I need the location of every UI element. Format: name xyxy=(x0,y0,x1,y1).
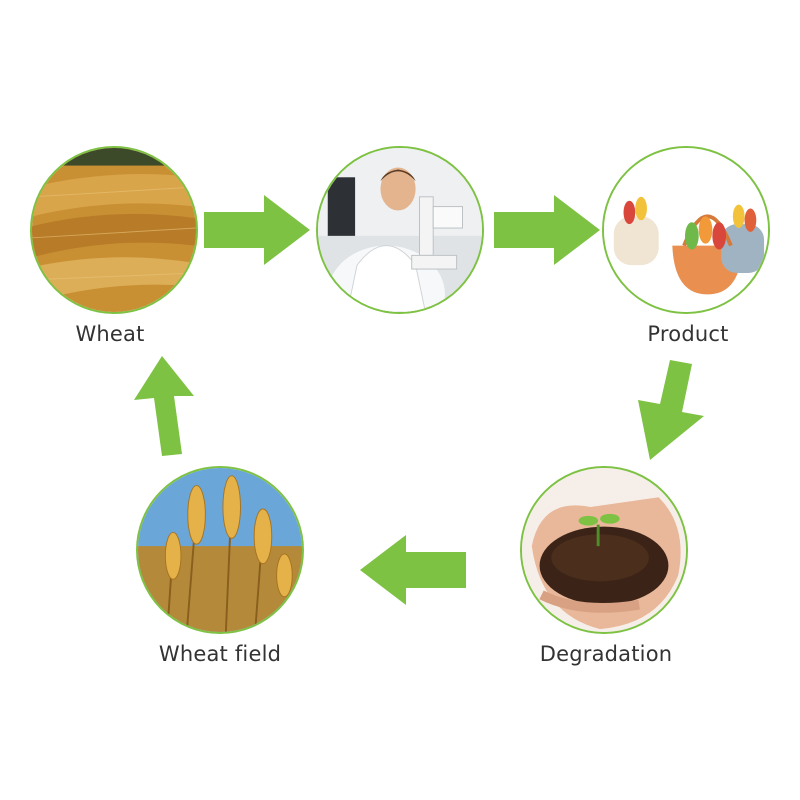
lab-research-photo xyxy=(316,146,484,314)
wheat-photo xyxy=(30,146,198,314)
stage-label-degradation: Degradation xyxy=(539,642,673,666)
stage-label-wheat-field: Wheat field xyxy=(158,642,282,666)
wheat-ears-icon xyxy=(138,468,302,632)
stage-label-product: Product xyxy=(647,322,729,346)
arrow-down-icon xyxy=(632,360,712,460)
stage-label-wheat: Wheat xyxy=(75,322,145,346)
arrow-right-icon xyxy=(204,195,310,265)
arrow-right-icon xyxy=(494,195,600,265)
cutlery-baskets-icon xyxy=(604,148,768,312)
harvested-wheat-icon xyxy=(32,148,196,312)
soil-seedling-hands-icon xyxy=(522,468,686,632)
degradation-photo xyxy=(520,466,688,634)
arrow-up-icon xyxy=(130,356,200,456)
product-photo xyxy=(602,146,770,314)
scientist-microscope-icon xyxy=(318,148,482,312)
wheat-field-photo xyxy=(136,466,304,634)
arrow-left-icon xyxy=(360,535,466,605)
